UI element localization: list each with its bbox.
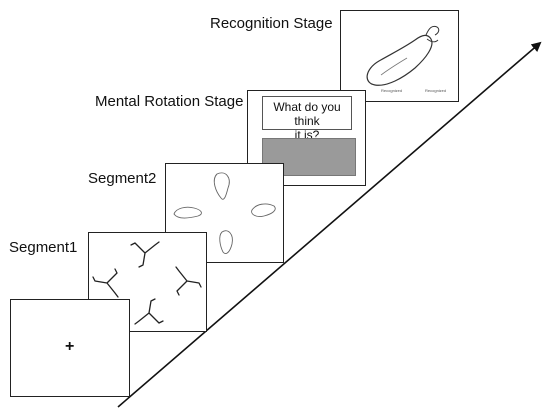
rotated-shape-fragment	[134, 298, 164, 325]
mental-rotation-panel: What do you think it is?	[247, 90, 366, 186]
segment1-label: Segment1	[9, 239, 78, 256]
fixation-panel: +	[10, 299, 130, 397]
recognition-option-right[interactable]: Recognized	[425, 88, 447, 93]
rotated-shape-fragment	[130, 241, 160, 268]
eggplant-icon	[366, 25, 440, 86]
recognition-option-left[interactable]: Recognized	[381, 88, 403, 93]
question-line-1: What do you think	[273, 100, 341, 128]
question-box: What do you think it is?	[262, 96, 352, 142]
recognition-stage-label: Recognition Stage	[210, 15, 333, 32]
segment2-label: Segment2	[88, 170, 157, 187]
rotated-shape-fragment	[175, 266, 202, 296]
rotated-shape-fragment	[213, 172, 230, 200]
rotated-shape-fragment	[173, 206, 202, 219]
mental-rotation-stage-label: Mental Rotation Stage	[95, 93, 244, 110]
fixation-cross: +	[65, 338, 75, 355]
rotated-shape-fragment	[219, 230, 233, 255]
rotated-shape-fragment	[92, 268, 119, 298]
recognition-panel: Recognized Recognized	[340, 10, 459, 102]
segment1-shapes	[92, 241, 202, 325]
segment2-shapes	[173, 172, 276, 255]
rotated-shape-fragment	[251, 203, 276, 217]
